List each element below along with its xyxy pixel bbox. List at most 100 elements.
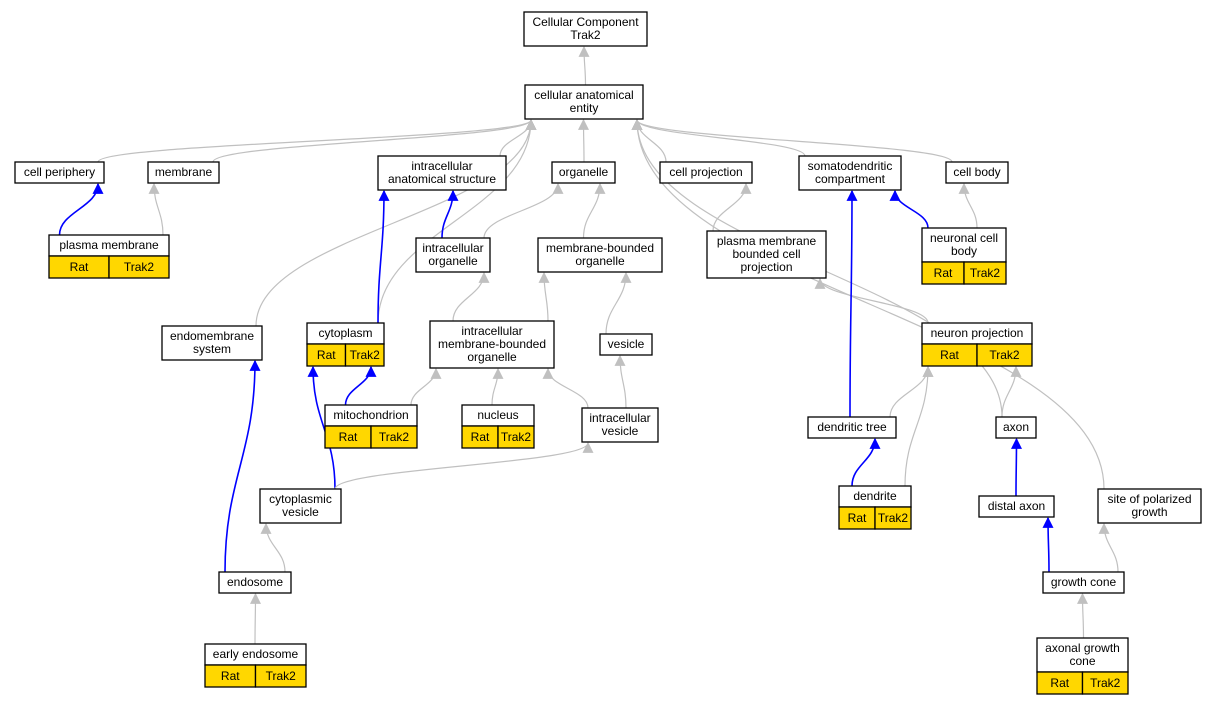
node-label: organelle: [575, 254, 625, 268]
node-box: [599, 333, 653, 356]
node-box: [945, 161, 1009, 184]
node-axon[interactable]: axon: [995, 416, 1037, 439]
edge-part-of-dtree-to-somato: [846, 189, 858, 418]
edge-is-a-organelle-to-cae: [578, 118, 590, 163]
node-label: nucleus: [477, 408, 518, 422]
node-box: [377, 155, 507, 191]
annotation-organism: Rat: [339, 430, 358, 444]
node-label: intracellular: [589, 411, 650, 425]
node-label: body: [951, 244, 977, 258]
node-label: vesicle: [608, 337, 645, 351]
node-label: mitochondrion: [333, 408, 408, 422]
node-box: [995, 416, 1037, 439]
node-label: intracellular: [411, 159, 472, 173]
node-label: membrane: [155, 165, 213, 179]
edge-is-a-cellper-to-cae: [97, 118, 537, 163]
edge-is-a-mito-to-imbo: [410, 367, 442, 406]
annotation-gene: Trak2: [1090, 676, 1121, 690]
node-box: [415, 237, 491, 273]
edge-is-a-spg-to-cae: [631, 118, 1105, 490]
node-label: growth: [1131, 505, 1167, 519]
node-label: endosome: [227, 575, 283, 589]
edge-is-a-neuronproj-to-pmbcp: [814, 277, 929, 324]
edge-is-a-intraorg-to-organelle: [483, 182, 564, 239]
node-growthcone[interactable]: growth cone: [1042, 571, 1125, 594]
annotation-organism: Rat: [70, 260, 89, 274]
edge-is-a-cytoplasm-to-cae: [377, 118, 537, 324]
annotation-cell: [963, 261, 1007, 285]
node-label: dendrite: [853, 489, 897, 503]
annotation-cell: [497, 425, 535, 449]
edge-part-of-cytovesicle-to-cytoplasm: [307, 365, 336, 490]
edge-part-of-dendrite-to-dtree: [851, 437, 881, 487]
node-label: somatodendritic: [808, 159, 893, 173]
node-organelle[interactable]: organelle: [551, 161, 616, 184]
node-vesicle[interactable]: vesicle: [599, 333, 653, 356]
node-box: [921, 227, 1007, 263]
annotation-organism: Rat: [1050, 676, 1069, 690]
node-box: [551, 161, 616, 184]
node-label: anatomical structure: [388, 172, 496, 186]
node-label: axonal growth: [1045, 641, 1120, 655]
node-label: entity: [570, 101, 599, 115]
node-label: compartment: [815, 172, 886, 186]
node-membrane[interactable]: membrane: [147, 161, 220, 184]
node-label: distal axon: [988, 499, 1045, 513]
edge-is-a-agc-to-growthcone: [1077, 592, 1089, 639]
node-label: organelle: [559, 165, 609, 179]
annotation-organism: Rat: [848, 511, 867, 525]
node-label: intracellular: [422, 241, 483, 255]
edge-is-a-pmbcp-to-cellproj: [712, 182, 752, 232]
node-box: [537, 237, 663, 273]
node-box: [581, 407, 659, 443]
node-label: cytoplasmic: [269, 492, 332, 506]
node-label: organelle: [467, 350, 517, 364]
node-box: [1097, 488, 1202, 524]
annotation-gene: Trak2: [379, 430, 410, 444]
node-box: [524, 84, 644, 120]
node-cellper[interactable]: cell periphery: [14, 161, 105, 184]
edge-is-a-vesicle-to-mbo: [605, 271, 632, 335]
edge-is-a-ncb-to-cellbody: [958, 182, 978, 229]
node-endosome[interactable]: endosome: [218, 571, 292, 594]
annotation-cell: [370, 425, 418, 449]
node-dtree[interactable]: dendritic tree: [807, 416, 897, 439]
node-label: membrane-bounded: [438, 337, 546, 351]
node-distalaxon[interactable]: distal axon: [978, 495, 1055, 518]
node-label: endomembrane: [170, 329, 254, 343]
annotation-cell: [108, 255, 170, 279]
node-box: [798, 155, 902, 191]
edge-is-a-cellbody-to-cae: [631, 118, 953, 163]
edge-is-a-mbo-to-organelle: [582, 182, 606, 239]
node-box: [218, 571, 292, 594]
node-cellproj[interactable]: cell projection: [659, 161, 753, 184]
node-cellbody[interactable]: cell body: [945, 161, 1009, 184]
edge-is-a-membrane-to-cae: [212, 118, 537, 163]
node-label: projection: [740, 260, 792, 274]
annotation-organism: Rat: [471, 430, 490, 444]
node-box: [807, 416, 897, 439]
node-label: membrane-bounded: [546, 241, 654, 255]
